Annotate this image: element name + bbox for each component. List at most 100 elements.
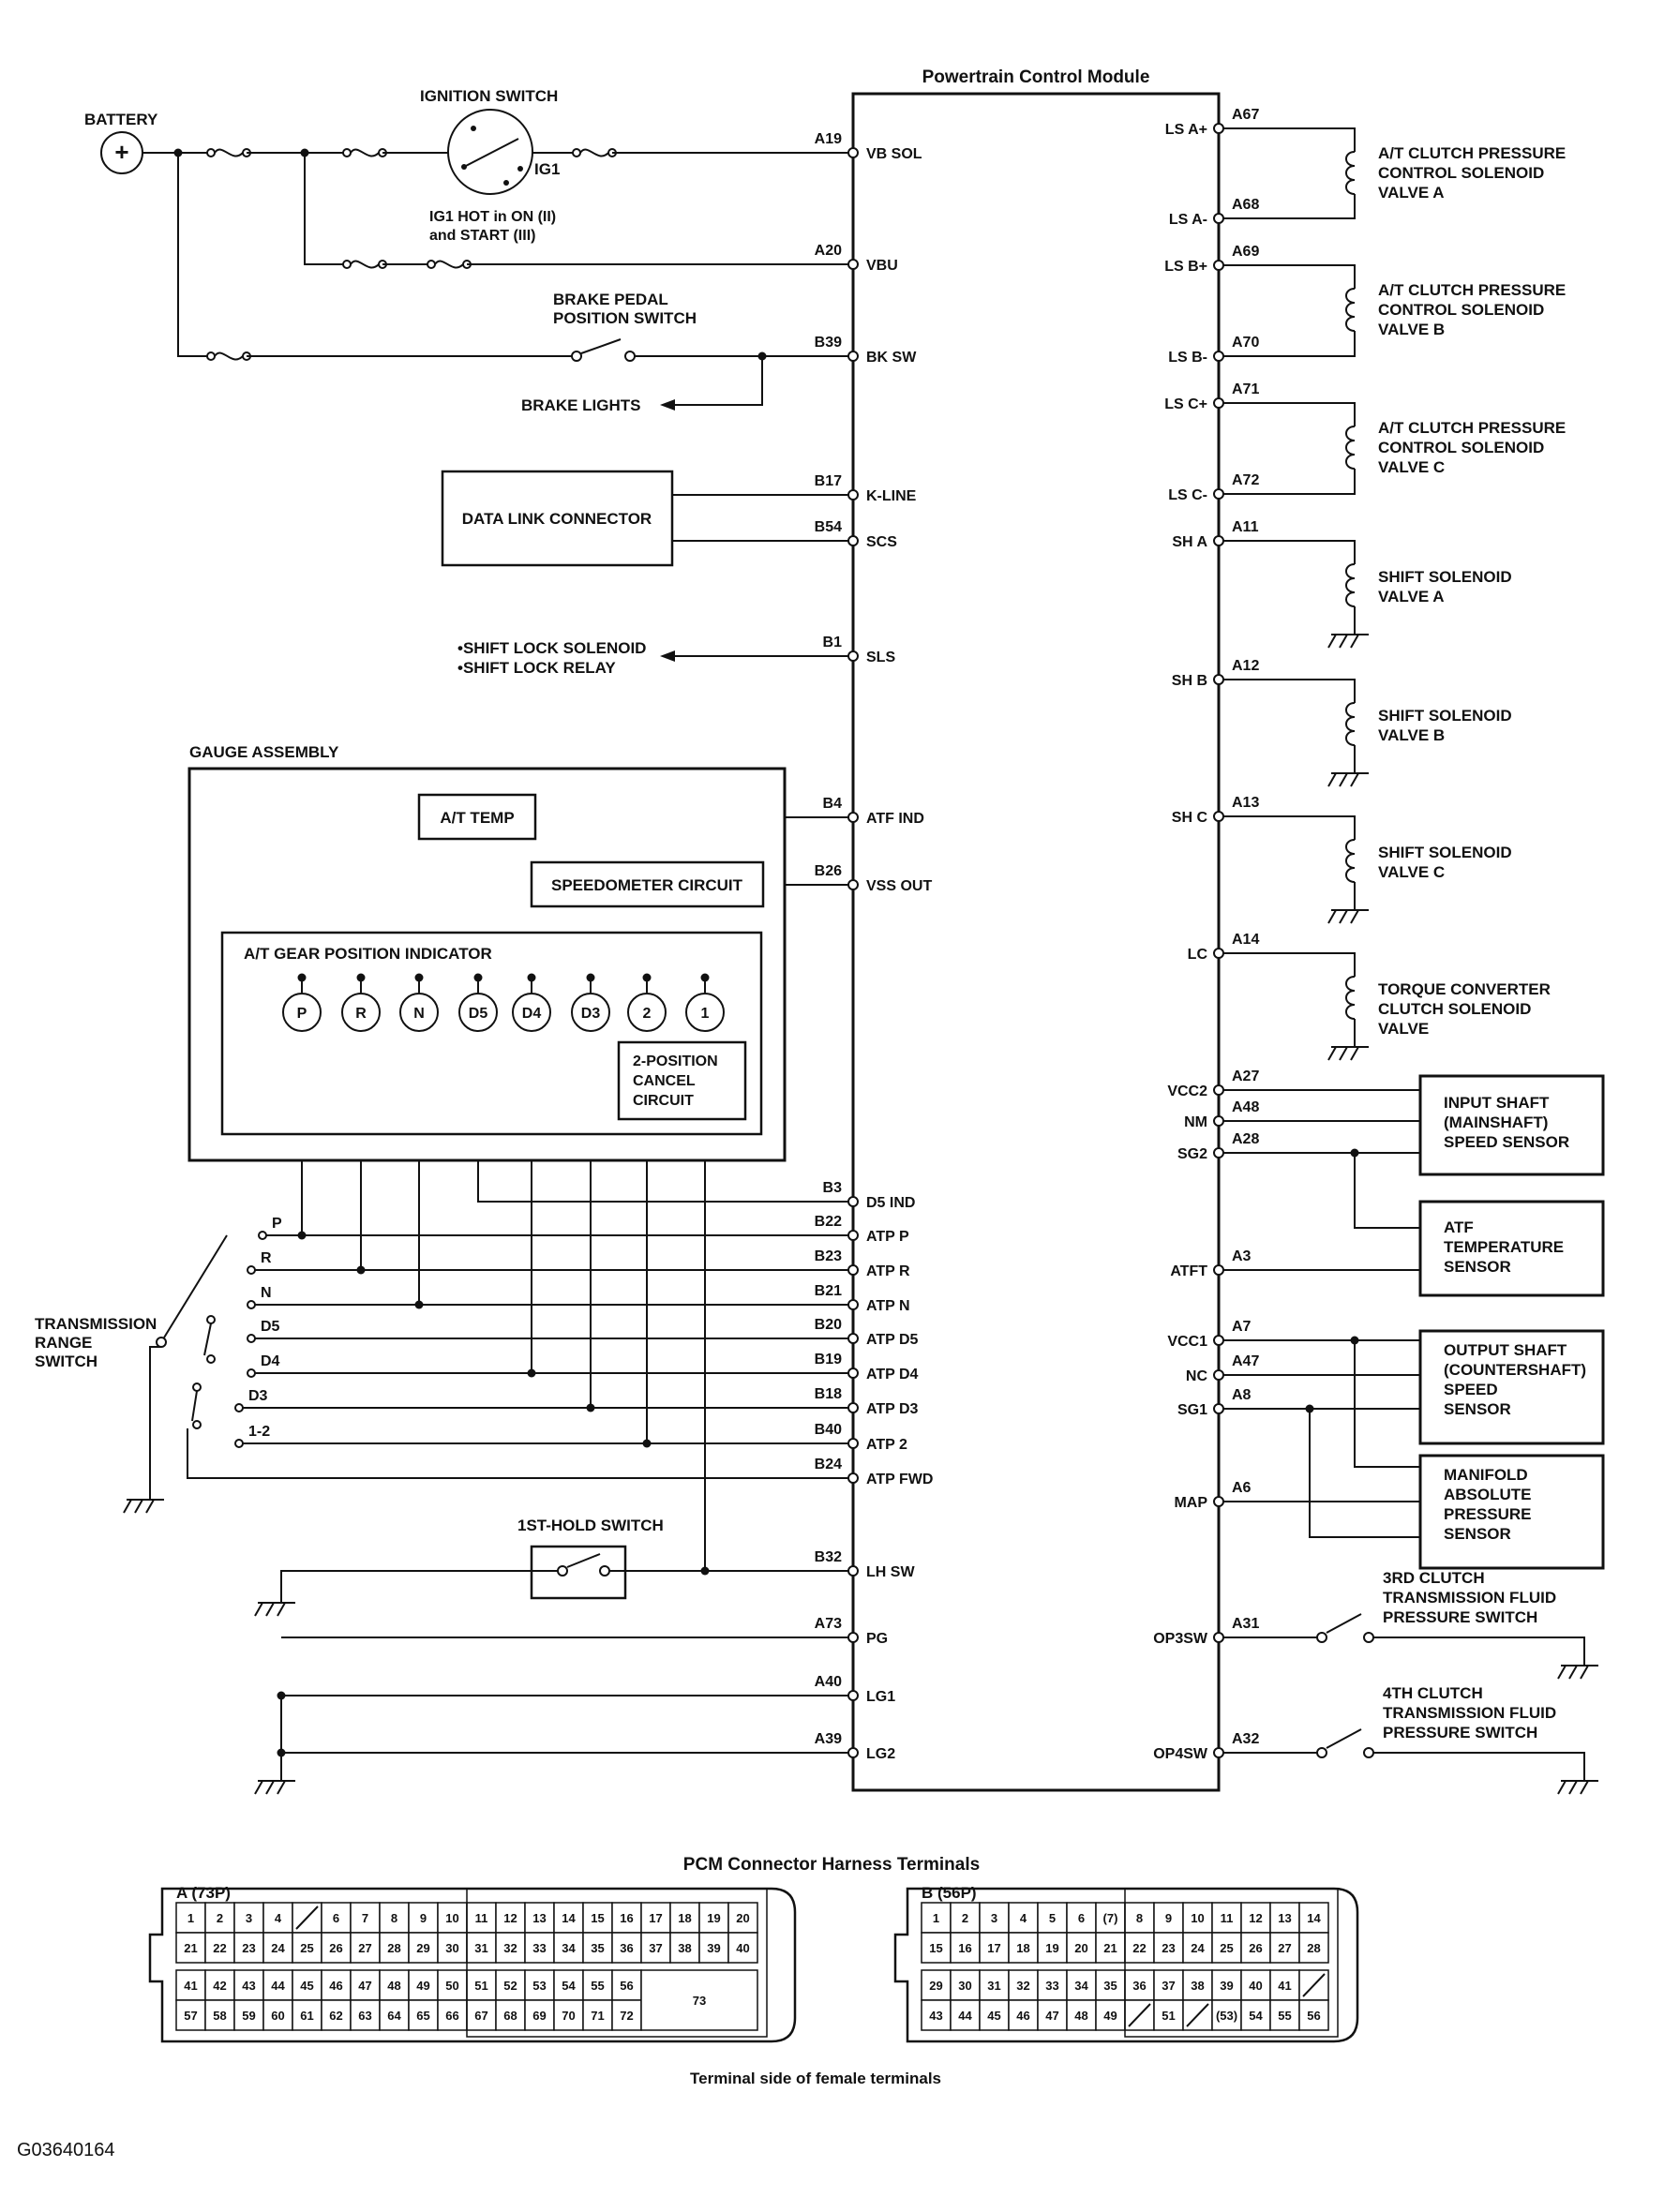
gear-position-indicator-box: [220, 931, 763, 1136]
ignition-switch-symbol: [447, 109, 533, 195]
connector-pin-number: 55: [1278, 2009, 1291, 2023]
pcm-pin-name: VBU: [866, 258, 898, 274]
pcm-pin-terminal: [1213, 1147, 1224, 1158]
connector-pin-number: 45: [300, 1979, 313, 1993]
connector-outline: [893, 1887, 1359, 2043]
range-switch-terminal: [192, 1420, 202, 1429]
connector-cell: [292, 1999, 322, 2031]
range-switch-terminal: [206, 1354, 216, 1364]
fuse-terminal: [206, 148, 216, 157]
connector-pin-number: 11: [475, 1911, 488, 1925]
connector-cell: [921, 1969, 952, 2001]
ground-hatch: [1557, 1665, 1567, 1680]
connector-pin-number: 48: [387, 1979, 400, 1993]
input-shaft-sensor-box: [1418, 1074, 1605, 1176]
connector-pin-number: 26: [329, 1941, 342, 1955]
solenoid-label: VALVE A: [1378, 184, 1445, 202]
connector-cell: [950, 1932, 981, 1964]
connector-cell: [1124, 1932, 1155, 1964]
connector-pin-number: 4: [275, 1911, 282, 1925]
ground-icon: [1327, 1046, 1369, 1061]
connector-pin-number: 41: [1278, 1979, 1291, 1993]
connector-pin-number: 39: [707, 1941, 720, 1955]
ground-hatch: [265, 1602, 275, 1617]
connector-pin-number: 37: [1162, 1979, 1175, 1993]
gear-position-indicator-label: A/T GEAR POSITION INDICATOR: [244, 945, 492, 963]
speedometer-circuit-box: [530, 860, 765, 908]
connector-cell: [408, 1932, 439, 1964]
solenoid-label: SHIFT SOLENOID: [1378, 568, 1512, 586]
pcm-pin-number: A71: [1232, 381, 1259, 397]
connector-pin-number: 19: [707, 1911, 720, 1925]
connector-pin-number: 54: [562, 1979, 576, 1993]
connector-cell: [437, 1999, 468, 2031]
pcm-pin-terminal: [847, 1333, 859, 1344]
pcm-pin-terminal: [1213, 1335, 1224, 1346]
connector-cell: [495, 1932, 526, 1964]
connector-cell: [1269, 1932, 1300, 1964]
solenoid-label: CONTROL SOLENOID: [1378, 439, 1544, 456]
connector-cell: [553, 1999, 584, 2031]
wire: [1223, 540, 1356, 564]
connector-pin-number: 3: [991, 1911, 997, 1925]
indicator-lamp-label: D5: [469, 1006, 488, 1022]
connector-cell: [1153, 1902, 1184, 1934]
fuse-icon: [579, 148, 609, 157]
connector-cell: [379, 1902, 410, 1934]
indicator-lamp-label: N: [413, 1006, 425, 1022]
connector-pin-number: 6: [333, 1911, 339, 1925]
solenoid-label: A/T CLUTCH PRESSURE: [1378, 144, 1566, 162]
indicator-lamp-label: R: [355, 1006, 367, 1022]
connector-b-label: B (56P): [922, 1884, 977, 1902]
connector-pin-number: 49: [416, 1979, 429, 1993]
pcm-pin-number: B24: [815, 1457, 842, 1472]
hold-switch-terminal: [557, 1565, 568, 1577]
connector-cell: [204, 1932, 235, 1964]
ground-hatch: [1339, 1046, 1348, 1061]
pcm-pin-number: A47: [1232, 1353, 1259, 1369]
battery-symbol: [100, 131, 143, 174]
connector-cell: [640, 1932, 671, 1964]
connector-cell: [350, 1932, 381, 1964]
ground-hatch: [1339, 772, 1348, 787]
connector-pin-number: 70: [562, 2009, 575, 2023]
ground-hatch: [1327, 1046, 1337, 1061]
pcm-pin-name: SH A: [1172, 534, 1207, 550]
connector-cell: [379, 1999, 410, 2031]
pressure-switch-label: 4TH CLUTCH: [1383, 1684, 1483, 1702]
connector-pin-number: 46: [329, 1979, 342, 1993]
range-switch-contact: [191, 1390, 198, 1422]
connector-pin-number: 59: [242, 2009, 255, 2023]
indicator-lamp-icon: [627, 993, 667, 1032]
data-link-connector-label: DATA LINK CONNECTOR: [462, 510, 652, 528]
pcm-pin-name: BK SW: [866, 350, 917, 366]
pcm-pin-terminal: [847, 879, 859, 890]
wire: [1373, 1752, 1585, 1781]
connector-pin-number: 1: [187, 1911, 194, 1925]
connector-pin-number: 36: [1132, 1979, 1146, 1993]
connector-pin-number: 40: [1249, 1979, 1262, 1993]
connector-cell-blank: [295, 1906, 319, 1930]
connector-pin-number: 69: [532, 2009, 546, 2023]
solenoid-label: VALVE B: [1378, 726, 1445, 744]
pcm-pin-number: A73: [815, 1616, 842, 1632]
pcm-box: [851, 92, 1221, 1792]
connector-pin-number: 45: [987, 2009, 1000, 2023]
pcm-pin-number: B39: [815, 335, 842, 351]
pcm-pin-terminal: [847, 147, 859, 158]
connector-pin-number: 6: [1078, 1911, 1085, 1925]
battery-label: BATTERY: [84, 111, 158, 128]
connector-cell: [582, 1932, 613, 1964]
pcm-pin-number: A11: [1232, 519, 1259, 535]
connector-pin-number: 9: [420, 1911, 427, 1925]
ground-hatch: [1568, 1665, 1578, 1680]
connector-pin-number: 51: [474, 1979, 487, 1993]
wire: [1373, 1637, 1585, 1666]
pcm-pin-name: SLS: [866, 650, 895, 665]
wire: [177, 153, 211, 357]
pcm-pin-number: A20: [815, 243, 842, 259]
connector-pin-number: 5: [1049, 1911, 1056, 1925]
range-position-label: N: [261, 1285, 272, 1301]
